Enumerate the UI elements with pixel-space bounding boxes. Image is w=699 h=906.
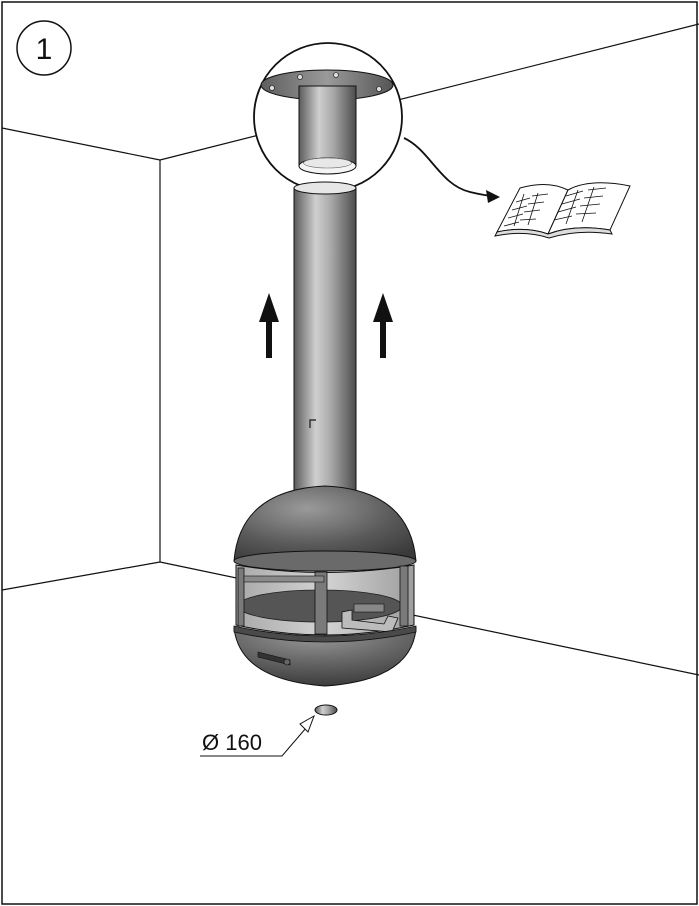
step-number: 1: [36, 33, 53, 66]
collar-tube: [298, 85, 357, 167]
floor-opening: [314, 704, 338, 716]
plate-screw: [269, 85, 275, 91]
handle-knob: [283, 658, 291, 666]
fireplace-dome: [233, 485, 417, 562]
dimension-leader: Ø 160: [200, 714, 315, 757]
dome-lower-rim: [233, 550, 417, 572]
flue-pipe-body: [293, 187, 357, 511]
frame-crossbar: [243, 575, 325, 583]
wall-floor-left: [1, 561, 161, 591]
pipe-marker: [309, 419, 316, 428]
leader-line: [200, 727, 307, 757]
flue-pipe-top: [293, 181, 357, 195]
arrow-up-icon: [259, 293, 279, 358]
frame-post: [399, 565, 409, 627]
plate-screw: [333, 72, 339, 78]
frame-post: [314, 571, 328, 635]
plate-screw: [376, 86, 382, 92]
floor-opening-dimension: Ø 160: [202, 730, 262, 755]
log-grate: [341, 609, 399, 633]
fireplace: [233, 485, 417, 687]
grate-back: [353, 603, 385, 613]
callout-line: [403, 137, 499, 198]
callout-arrowhead: [486, 190, 500, 203]
arrow-up-icon: [373, 293, 393, 358]
flue-pipe: [293, 181, 357, 511]
leader-arrowhead: [299, 714, 315, 733]
step-badge-circle: [16, 20, 72, 76]
ceiling-plate-detail: [253, 42, 403, 192]
wall-ceiling-left: [1, 127, 161, 161]
open-book-icon: [494, 182, 631, 239]
lift-arrows: [259, 293, 393, 358]
bowl-rim: [233, 625, 417, 643]
wall-ceiling-right: [159, 23, 699, 161]
manual-callout: [403, 137, 500, 203]
step-badge: 1: [16, 20, 72, 76]
door-handle: [257, 651, 291, 666]
plate-screw: [297, 74, 303, 80]
frame-post: [237, 567, 245, 627]
collar-inner-rim: [303, 157, 352, 169]
